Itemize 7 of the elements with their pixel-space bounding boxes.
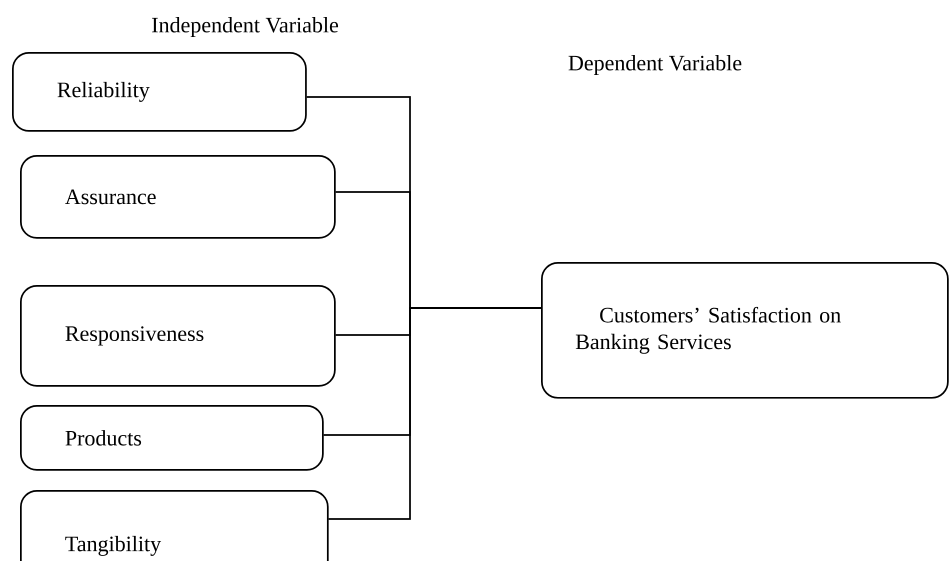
heading-label: Dependent Variable bbox=[568, 55, 742, 75]
rounded-box: Tangibility bbox=[20, 490, 329, 561]
rounded-box: Responsiveness bbox=[20, 285, 336, 387]
rounded-box: Assurance bbox=[20, 155, 336, 239]
rounded-box: Customers’ Satisfaction on Banking Services bbox=[541, 262, 949, 399]
rounded-box: Products bbox=[20, 405, 324, 471]
rounded-box: Reliability bbox=[12, 52, 307, 132]
